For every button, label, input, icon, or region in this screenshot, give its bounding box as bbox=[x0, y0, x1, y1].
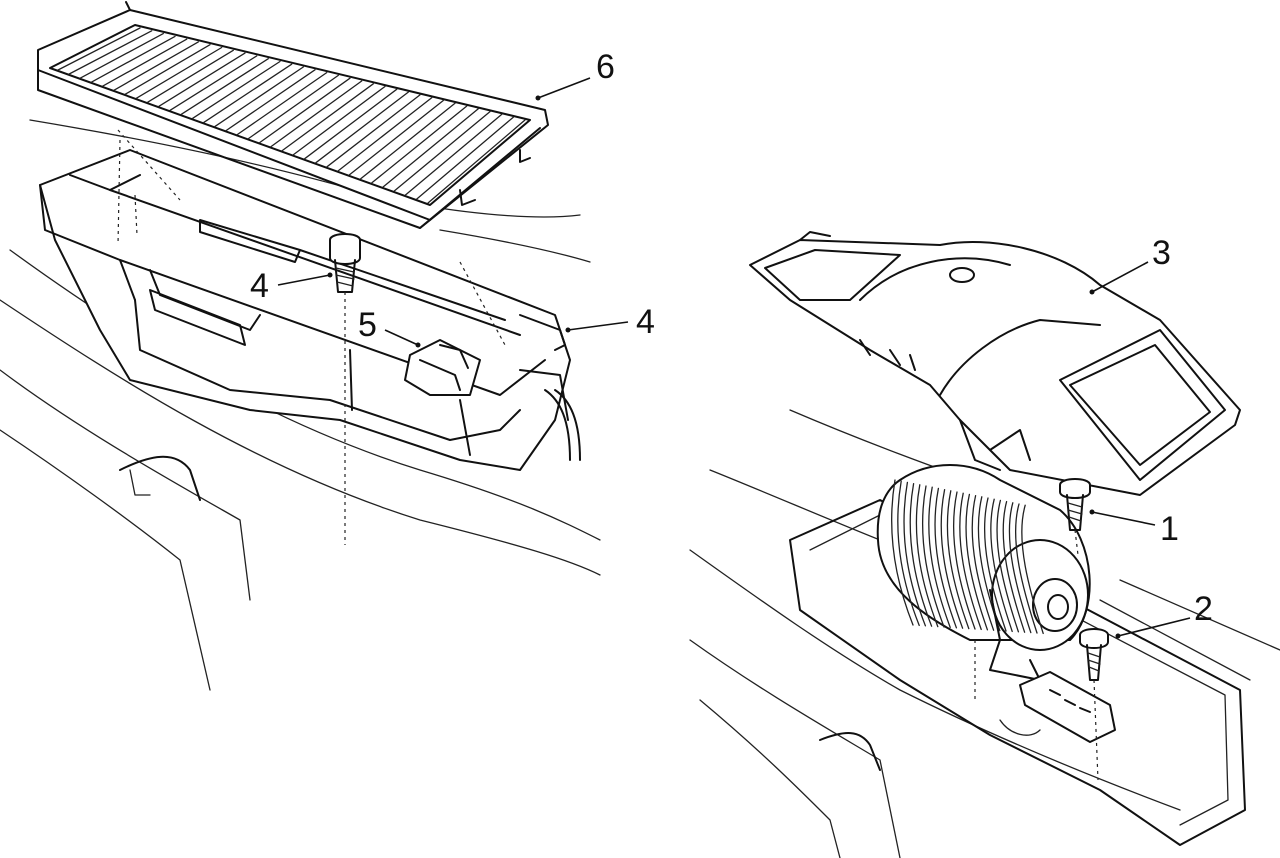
dashed-guides-right bbox=[974, 529, 1099, 781]
screw-1 bbox=[1059, 478, 1091, 531]
vehicle-body-right bbox=[689, 409, 1280, 858]
vehicle-body-left bbox=[0, 119, 601, 691]
connector-5 bbox=[404, 339, 481, 396]
filter-element bbox=[37, 1, 549, 229]
callout-1: 1 bbox=[1160, 510, 1179, 548]
callout-6: 6 bbox=[596, 48, 615, 86]
filter-housing bbox=[39, 149, 581, 471]
screw-2 bbox=[1079, 628, 1109, 681]
screw-4-left bbox=[329, 233, 361, 293]
blower-fan bbox=[876, 464, 1091, 701]
callout-4-right: 4 bbox=[636, 303, 655, 341]
fan-blades bbox=[890, 479, 1044, 635]
dashed-guides-left bbox=[117, 129, 506, 545]
motor-connector bbox=[1019, 671, 1116, 743]
callout-2: 2 bbox=[1194, 590, 1213, 628]
callout-5: 5 bbox=[358, 306, 377, 344]
leader-lines bbox=[277, 77, 1191, 639]
blower-cover-3 bbox=[749, 231, 1241, 496]
callout-4-left: 4 bbox=[250, 267, 269, 305]
filter-pleats bbox=[57, 27, 526, 204]
callout-3: 3 bbox=[1152, 234, 1171, 272]
